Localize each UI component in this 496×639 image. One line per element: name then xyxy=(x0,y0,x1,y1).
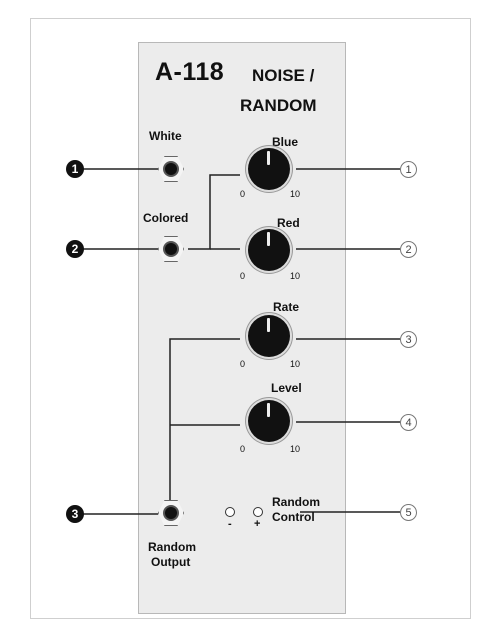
marker-3: 3 xyxy=(66,505,84,523)
callout-2: 2 xyxy=(400,241,417,258)
module-panel xyxy=(138,42,346,614)
knob-level-max: 10 xyxy=(290,444,301,454)
knob-level[interactable] xyxy=(248,400,290,442)
callout-5: 5 xyxy=(400,504,417,521)
knob-rate[interactable] xyxy=(248,315,290,357)
jack-hole-icon xyxy=(165,507,177,519)
callout-1: 1 xyxy=(400,161,417,178)
led-plus-label: + xyxy=(254,518,261,530)
knob-level-min: 0 xyxy=(240,444,246,454)
led-minus-label: - xyxy=(228,518,232,530)
led-minus xyxy=(225,507,235,517)
knob-pointer-icon xyxy=(267,403,270,417)
callout-3: 3 xyxy=(400,331,417,348)
knob-rate-min: 0 xyxy=(240,359,246,369)
knob-blue-max: 10 xyxy=(290,189,301,199)
marker-1: 1 xyxy=(66,160,84,178)
socket-label-random: Random xyxy=(148,540,196,554)
knob-pointer-icon xyxy=(267,151,270,165)
module-name-line2: RANDOM xyxy=(240,96,317,115)
jack-hole-icon xyxy=(165,163,177,175)
knob-pointer-icon xyxy=(267,232,270,246)
random-control-label-line1: Random xyxy=(272,495,320,509)
jack-hole-icon xyxy=(165,243,177,255)
socket-label-output: Output xyxy=(151,555,191,569)
module-name-line1: NOISE / xyxy=(252,66,315,85)
knob-blue-min: 0 xyxy=(240,189,246,199)
led-plus xyxy=(253,507,263,517)
knob-red-min: 0 xyxy=(240,271,246,281)
socket-label-colored: Colored xyxy=(143,211,189,225)
socket-label-white: White xyxy=(149,129,182,143)
knob-red-max: 10 xyxy=(290,271,301,281)
knob-label-rate: Rate xyxy=(273,300,300,314)
marker-2: 2 xyxy=(66,240,84,258)
knob-label-level: Level xyxy=(271,381,302,395)
module-model: A-118 xyxy=(155,58,225,86)
knob-blue[interactable] xyxy=(248,148,290,190)
random-control-label-line2: Control xyxy=(272,510,315,524)
knob-red[interactable] xyxy=(248,229,290,271)
knob-label-red: Red xyxy=(277,216,300,230)
callout-4: 4 xyxy=(400,414,417,431)
knob-pointer-icon xyxy=(267,318,270,332)
knob-rate-max: 10 xyxy=(290,359,301,369)
knob-label-blue: Blue xyxy=(272,135,299,149)
